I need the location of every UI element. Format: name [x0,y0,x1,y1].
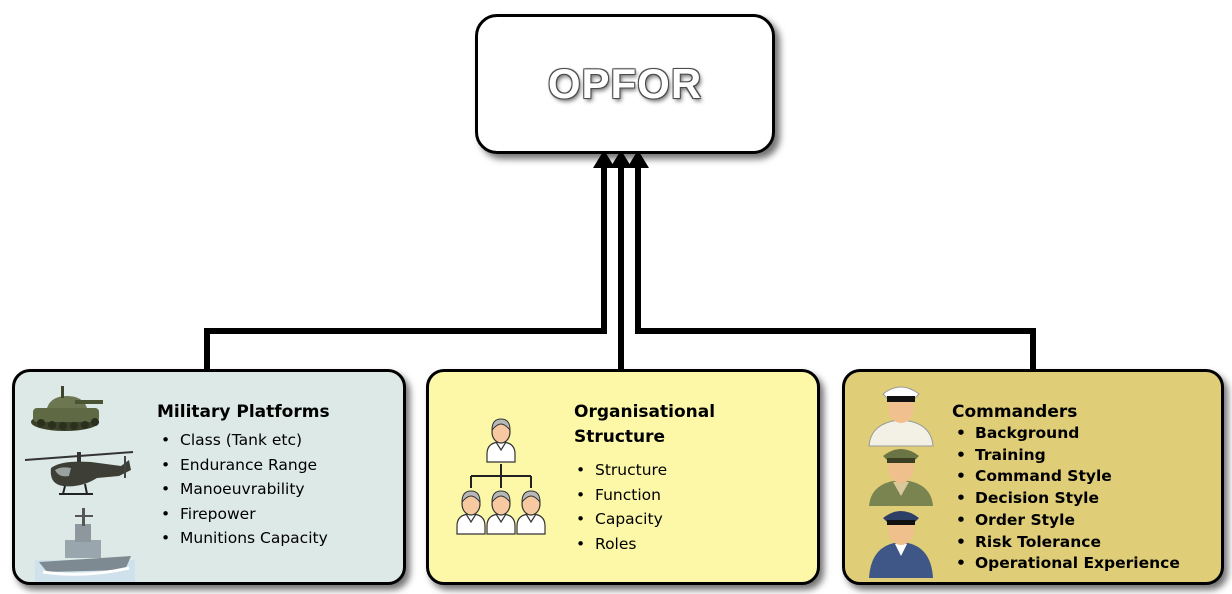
opfor-root-node: OPFOR [475,14,775,154]
officer-blue-uniform-icon [869,511,933,578]
officer-white-uniform-icon [868,386,934,447]
list-item: Operational Experience [950,553,1180,575]
list-item: Risk Tolerance [950,532,1180,554]
organisational-structure-node: Organisational Structure Structure Funct… [426,369,820,585]
military-platforms-list: Class (Tank etc) Endurance Range Manoeuv… [155,428,328,551]
organisational-structure-title: Organisational Structure [574,402,716,447]
opfor-title: OPFOR [547,60,703,107]
list-item: Roles [570,532,667,557]
list-item: Munitions Capacity [155,526,328,551]
arrowhead-right [627,150,649,168]
edge-military-platforms [204,166,607,370]
list-item: Order Style [950,510,1180,532]
commanders-title: Commanders [952,402,1078,422]
list-item: Endurance Range [155,453,328,478]
helicopter-icon [24,451,134,495]
list-item: Manoeuvrability [155,477,328,502]
list-item: Class (Tank etc) [155,428,328,453]
list-item: Training [950,445,1180,467]
list-item: Function [570,483,667,508]
arrowhead-middle [610,150,632,168]
org-chart-icon [456,418,546,535]
organisational-structure-list: Structure Function Capacity Roles [570,458,667,556]
officer-green-uniform-icon [869,449,933,506]
edge-commanders [635,166,1036,370]
commanders-list: Background Training Command Style Decisi… [950,423,1180,575]
arrowhead-left [593,150,615,168]
tank-icon [31,386,103,431]
list-item: Structure [570,458,667,483]
list-item: Background [950,423,1180,445]
list-item: Decision Style [950,488,1180,510]
military-platforms-title: Military Platforms [157,402,330,422]
warship-icon [35,508,135,582]
list-item: Capacity [570,507,667,532]
list-item: Command Style [950,466,1180,488]
military-platforms-node: Military Platforms Class (Tank etc) Endu… [12,369,406,585]
list-item: Firepower [155,502,328,527]
commanders-node: Commanders Background Training Command S… [842,369,1224,585]
